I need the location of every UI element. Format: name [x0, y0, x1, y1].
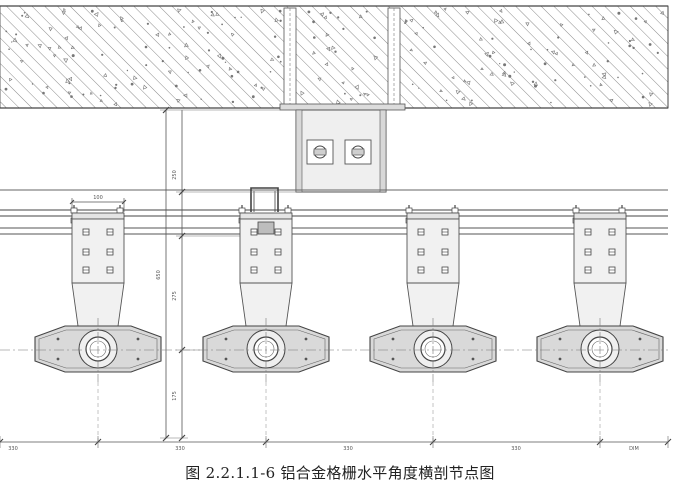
dim-bracket-width: 100 — [93, 195, 103, 201]
bottom-dimension: 330 330 330 330 DIM — [0, 436, 672, 452]
louver-units — [34, 205, 664, 442]
dim-lower-height: 175 — [172, 391, 178, 401]
bolt-icon — [306, 139, 334, 165]
louver-unit — [202, 205, 330, 442]
louver-unit — [369, 205, 497, 442]
ceiling-bracket — [279, 103, 406, 193]
dim-bottom-4: DIM — [629, 446, 639, 452]
louver-unit — [34, 205, 162, 442]
louver-unit — [536, 205, 664, 442]
dim-bottom-2: 330 — [343, 446, 353, 452]
dim-total-height: 650 — [156, 270, 162, 280]
concrete-slab — [0, 5, 669, 109]
dim-bottom-3: 330 — [511, 446, 521, 452]
dim-bottom-1: 330 — [175, 446, 185, 452]
figure-caption: 图 2.2.1.1-6 铝合金格栅水平角度横剖节点图 — [185, 464, 495, 482]
dim-mid-height: 275 — [172, 291, 178, 301]
aggregate-speckles — [4, 7, 664, 107]
dim-upper-gap: 250 — [172, 170, 178, 180]
dim-bottom-0: 330 — [8, 446, 18, 452]
bolt-icon — [344, 139, 372, 165]
vertical-dimensions: 250 650 275 175 — [156, 106, 296, 442]
